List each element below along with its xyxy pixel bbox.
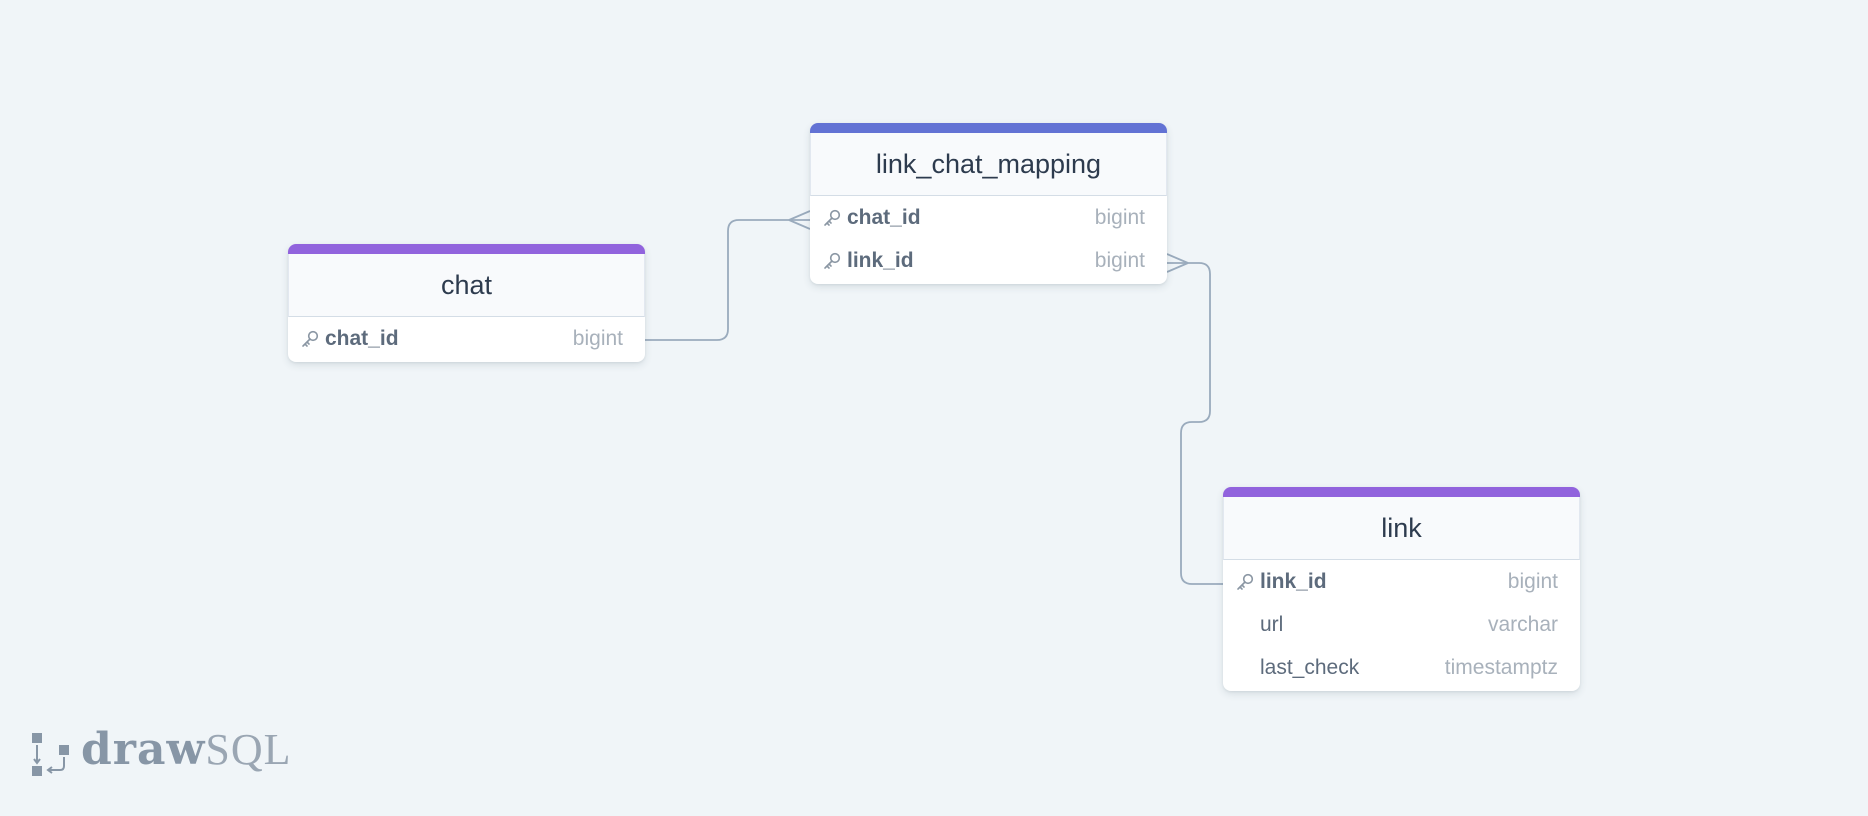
column-type: varchar <box>1487 613 1558 636</box>
column-name: link_id <box>1260 570 1327 593</box>
table-link-chat-mapping[interactable]: link_chat_mapping chat_id bigint link_id… <box>810 123 1167 284</box>
column-name: last_check <box>1260 656 1360 679</box>
column-type: bigint <box>572 327 623 350</box>
table-accent-bar <box>288 244 645 254</box>
crows-foot-chat-mapping <box>788 210 811 230</box>
column-name: url <box>1260 613 1284 636</box>
column-type: bigint <box>1507 570 1558 593</box>
logo-text-draw: draw <box>81 724 206 775</box>
relationship-line-link-mapping[interactable] <box>1167 262 1223 585</box>
table-title[interactable]: link <box>1223 497 1580 560</box>
column-type: timestamptz <box>1444 656 1558 679</box>
column-type: bigint <box>1094 249 1145 272</box>
table-chat[interactable]: chat chat_id bigint <box>288 244 645 362</box>
drawsql-logo[interactable]: drawSQL <box>31 728 291 778</box>
column-name: link_id <box>847 249 914 272</box>
column-row[interactable]: chat_id bigint <box>810 196 1167 239</box>
column-row[interactable]: last_check timestamptz <box>1223 646 1580 689</box>
table-link[interactable]: link link_id bigint url varchar last_che… <box>1223 487 1580 691</box>
table-title[interactable]: link_chat_mapping <box>810 133 1167 196</box>
table-title[interactable]: chat <box>288 254 645 317</box>
key-icon <box>1237 573 1254 590</box>
column-name: chat_id <box>325 327 399 350</box>
table-accent-bar <box>1223 487 1580 497</box>
key-icon <box>824 252 841 269</box>
table-accent-bar <box>810 123 1167 133</box>
crows-foot-link-mapping <box>1166 253 1189 273</box>
column-name: chat_id <box>847 206 921 229</box>
column-row[interactable]: link_id bigint <box>1223 560 1580 603</box>
key-icon <box>824 209 841 226</box>
column-type: bigint <box>1094 206 1145 229</box>
column-row[interactable]: link_id bigint <box>810 239 1167 282</box>
logo-text-sql: SQL <box>205 725 292 774</box>
drawsql-wordmark: drawSQL <box>81 728 291 772</box>
key-icon <box>302 330 319 347</box>
drawsql-logo-icon <box>32 733 69 776</box>
relationship-line-chat-mapping[interactable] <box>645 219 810 341</box>
column-row[interactable]: chat_id bigint <box>288 317 645 360</box>
column-row[interactable]: url varchar <box>1223 603 1580 646</box>
